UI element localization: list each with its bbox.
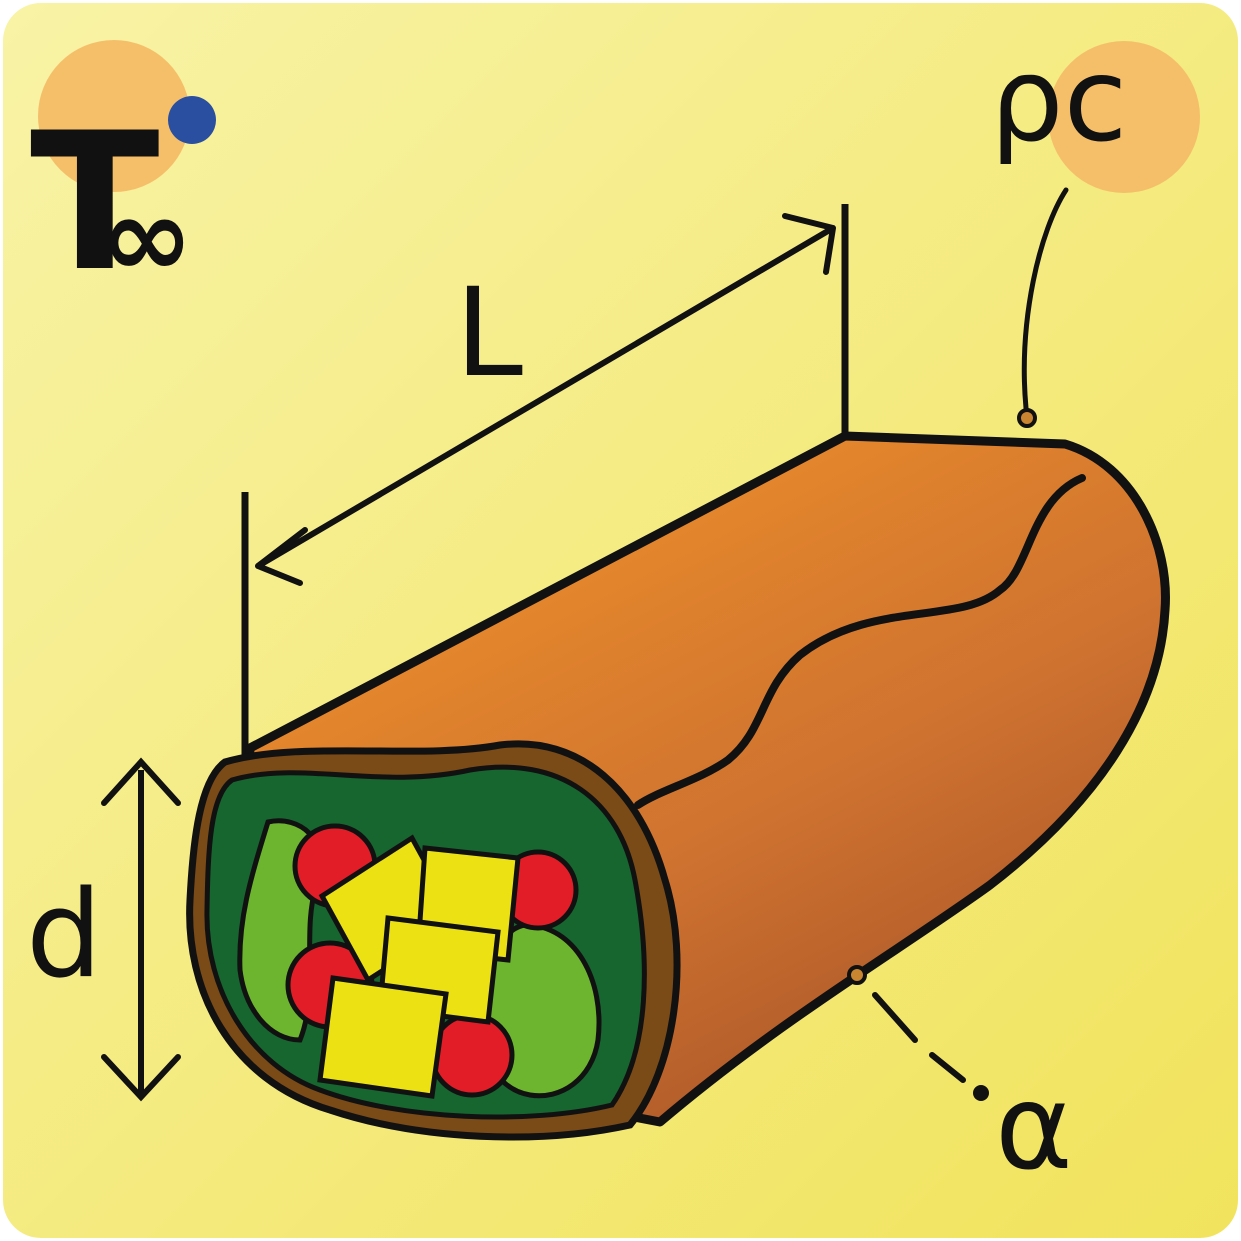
alpha-leader-dot <box>973 1085 989 1101</box>
length-arrowhead-left <box>255 527 308 586</box>
length-label: L <box>455 262 523 404</box>
diameter-label: d <box>26 866 102 1005</box>
ambient-temperature-label: T <box>30 92 160 313</box>
rhoc-highlight-circle <box>1048 41 1200 193</box>
cheese-cube <box>317 975 449 1099</box>
tomato <box>429 1012 515 1098</box>
rhoc-leader-line <box>1021 187 1069 411</box>
blue-dot <box>168 96 216 144</box>
diameter-arrowhead-top <box>101 757 181 806</box>
tortilla-seam <box>634 474 1086 809</box>
rhoc-leader-end <box>1017 408 1037 428</box>
ambient-highlight-circle <box>38 40 190 192</box>
length-arrowhead-right <box>782 213 836 275</box>
diameter-arrowhead-bottom <box>101 1054 181 1102</box>
ambient-subscript-label: ∞ <box>100 173 193 303</box>
alpha-leader-start <box>847 965 867 985</box>
length-dimension-line <box>256 225 835 569</box>
rhoc-label: ρc <box>990 33 1127 168</box>
alpha-label: α <box>995 1058 1073 1196</box>
alpha-leader-line <box>872 992 966 1083</box>
